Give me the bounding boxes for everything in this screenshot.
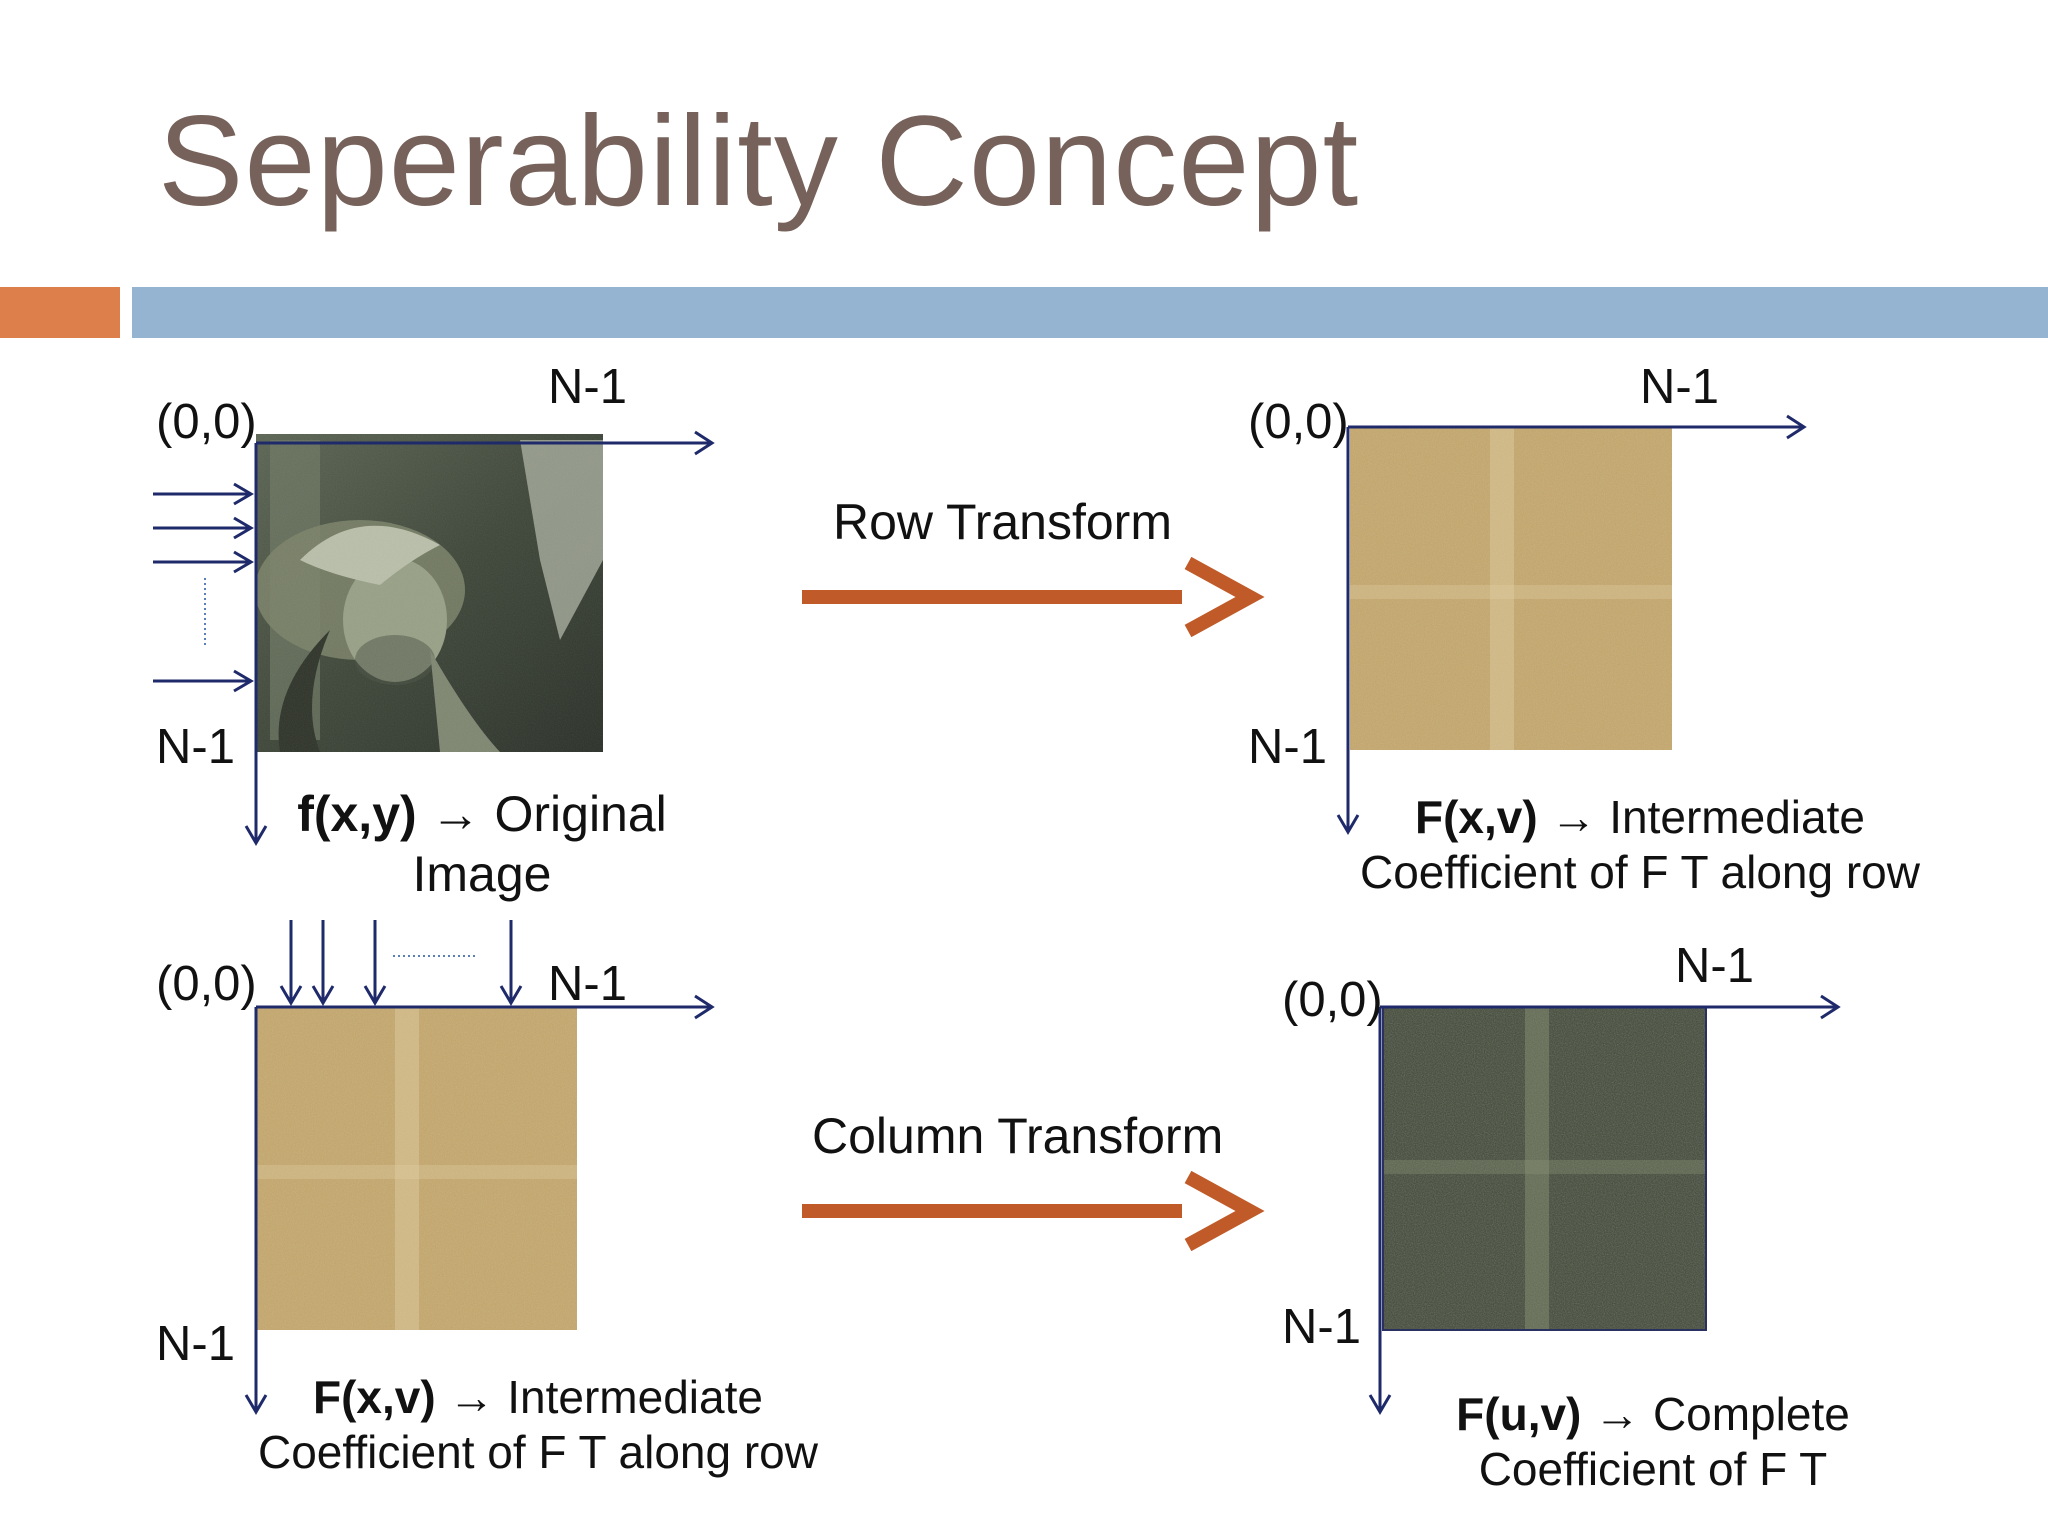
caption-top-right-line2: Coefficient of F T along row — [1360, 846, 1920, 899]
title-accent-bar-orange — [0, 287, 120, 338]
caption-top-right-line1: F(x,v) → Intermediate — [1350, 790, 1930, 845]
axes-top-right — [1336, 414, 1807, 835]
row-transform-label: Row Transform — [833, 494, 1172, 550]
y-end-label-bottom-left: N-1 — [156, 1317, 235, 1371]
caption-bottom-right: F(u,v) → Complete Coefficient of F T — [1388, 1387, 1918, 1497]
origin-label-top-left: (0,0) — [156, 395, 257, 449]
complete-image — [1382, 1006, 1707, 1331]
caption-top-right: F(x,v) → Intermediate Coefficient of F T… — [1350, 790, 1930, 900]
caption-function: F(x,v) — [313, 1371, 436, 1423]
intermediate-image-top — [1350, 427, 1672, 750]
caption-bottom-left-line2: Coefficient of F T along row — [258, 1426, 818, 1479]
caption-text: Intermediate — [507, 1371, 763, 1423]
row-transform-arrow — [802, 556, 1265, 638]
x-end-label-top-right: N-1 — [1640, 360, 1719, 414]
caption-text: Original — [494, 786, 667, 842]
caption-arrow: → — [430, 786, 481, 842]
caption-text: Complete — [1652, 1388, 1850, 1440]
caption-arrow: → — [1550, 791, 1597, 843]
caption-bottom-left: F(x,v) → Intermediate Coefficient of F T… — [248, 1370, 828, 1480]
x-end-label-bottom-right: N-1 — [1675, 939, 1754, 993]
column-scan-arrows — [279, 920, 523, 1006]
caption-top-left-line2: Image — [412, 846, 552, 902]
origin-label-bottom-left: (0,0) — [156, 957, 257, 1011]
x-end-label-top-left: N-1 — [548, 360, 627, 414]
row-scan-arrows — [153, 482, 254, 693]
y-end-label-top-left: N-1 — [156, 720, 235, 774]
caption-bottom-right-line1: F(u,v) → Complete — [1388, 1387, 1918, 1442]
slide-title: Seperability Concept — [158, 90, 1360, 233]
column-transform-label: Column Transform — [812, 1108, 1224, 1164]
y-end-label-bottom-right: N-1 — [1282, 1300, 1361, 1354]
caption-arrow: → — [1594, 1388, 1641, 1440]
y-end-label-top-right: N-1 — [1248, 720, 1327, 774]
caption-function: f(x,y) — [297, 786, 417, 842]
caption-function: F(x,v) — [1415, 791, 1538, 843]
column-transform-arrow — [802, 1170, 1265, 1252]
caption-top-left: f(x,y) → Original Image — [287, 784, 677, 904]
origin-label-top-right: (0,0) — [1248, 395, 1349, 449]
caption-bottom-left-line1: F(x,v) → Intermediate — [248, 1370, 828, 1425]
caption-text: Intermediate — [1609, 791, 1865, 843]
original-image — [255, 434, 603, 752]
intermediate-image-bottom — [256, 1007, 577, 1330]
caption-bottom-right-line2: Coefficient of F T — [1478, 1443, 1828, 1496]
x-end-label-bottom-left: N-1 — [548, 957, 627, 1011]
origin-label-bottom-right: (0,0) — [1282, 973, 1383, 1027]
caption-function: F(u,v) — [1456, 1388, 1582, 1440]
title-accent-bar-blue — [132, 287, 2048, 338]
axes-bottom-left — [244, 994, 715, 1415]
caption-arrow: → — [448, 1371, 495, 1423]
axes-bottom-right — [1368, 994, 1841, 1415]
axes-top-left — [244, 430, 715, 846]
caption-top-left-line1: f(x,y) → Original — [287, 784, 677, 844]
